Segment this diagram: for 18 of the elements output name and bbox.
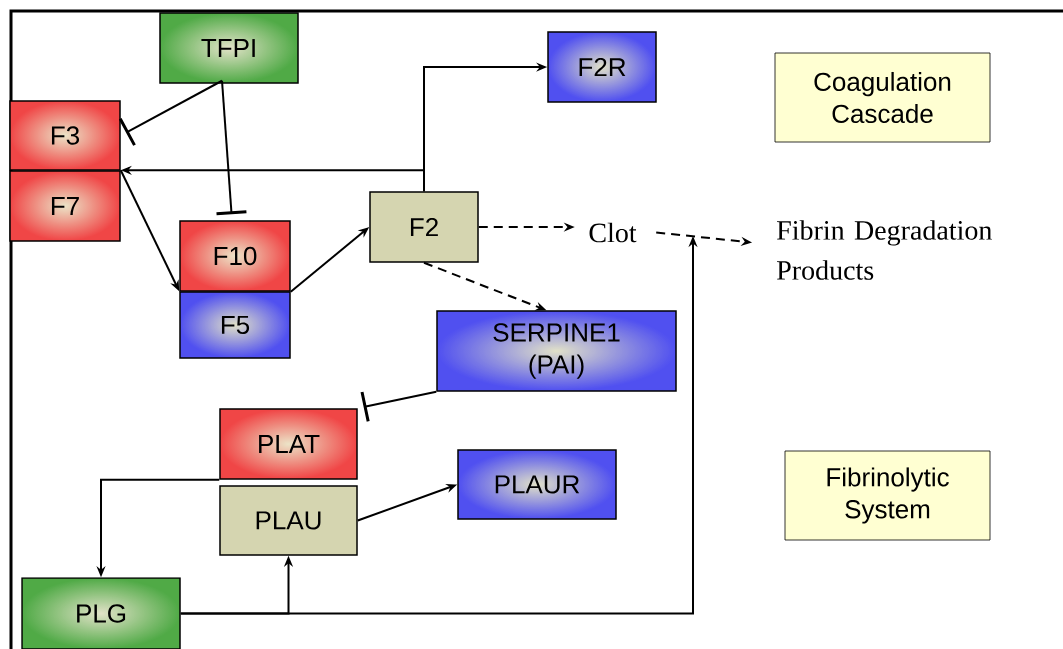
outcome-label: Clot xyxy=(589,222,637,243)
gene-box: F10 xyxy=(179,220,291,292)
gene-box: PLAUR xyxy=(457,449,617,520)
gene-box: F5 xyxy=(179,291,291,359)
gene-box: SERPINE1 (PAI) xyxy=(436,310,677,392)
gene-box: PLAU xyxy=(219,485,358,556)
section-label-box: Coagulation Cascade xyxy=(774,52,991,143)
section-label-box: Fibrinolytic System xyxy=(784,450,991,541)
outcome-label: Fibrin Degradation Products xyxy=(777,220,992,280)
gene-box: TFPI xyxy=(159,12,299,84)
gene-box: F3 xyxy=(9,100,121,171)
inhibition-line xyxy=(360,390,438,422)
gene-box: F7 xyxy=(9,170,121,242)
gene-box: PLG xyxy=(21,577,181,649)
gene-box: F2 xyxy=(369,191,479,263)
gene-box: PLAT xyxy=(219,408,358,480)
gene-box: F2R xyxy=(547,31,657,103)
inhibition-line xyxy=(216,79,247,216)
